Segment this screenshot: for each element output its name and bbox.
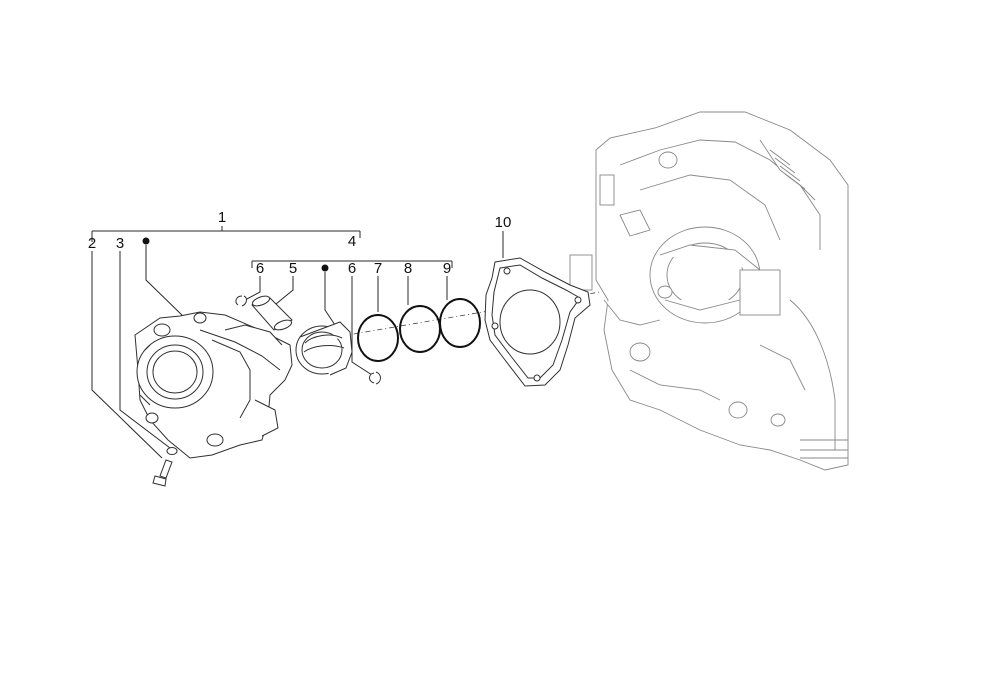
piston-rings: [357, 298, 481, 362]
callout-3: 3: [116, 235, 124, 252]
marker-dot-piston: [321, 264, 329, 272]
bolt-head: [152, 475, 167, 487]
cylinder-base-gasket: [484, 257, 591, 387]
callout-7: 7: [374, 260, 382, 277]
bolt-and-washer: [152, 447, 178, 487]
callout-2: 2: [88, 235, 96, 252]
callout-1: 1: [218, 209, 226, 226]
callout-6-left: 6: [256, 260, 264, 277]
piston-pin: [251, 295, 293, 331]
bolt-shank: [159, 459, 173, 479]
callout-6-right: 6: [348, 260, 356, 277]
circlip-left: [235, 295, 247, 307]
callout-4: 4: [348, 233, 356, 250]
cylinder: [134, 311, 293, 459]
callout-5: 5: [289, 260, 297, 277]
ring-7: [357, 314, 399, 362]
engine-crankcase: [569, 111, 849, 471]
ring-9: [439, 298, 481, 348]
callout-8: 8: [404, 260, 412, 277]
ring-8: [399, 305, 441, 353]
callout-9: 9: [443, 260, 451, 277]
marker-dot-cylinder: [142, 237, 150, 245]
callout-10: 10: [495, 214, 512, 231]
circlip-right: [369, 371, 381, 385]
washer: [166, 447, 178, 455]
piston: [295, 321, 353, 376]
